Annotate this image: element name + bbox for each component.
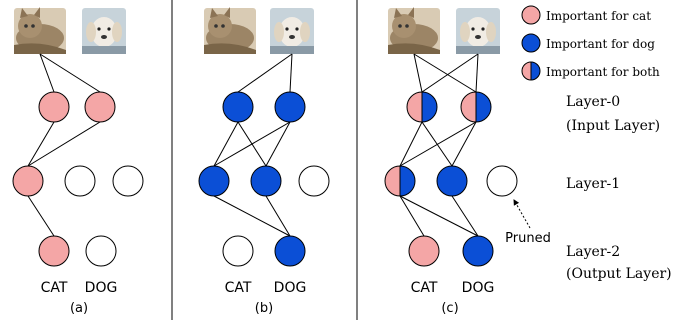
node-b-l0-1 [222,91,254,123]
node-a-l2-cat [38,235,70,267]
dog-image [270,8,314,54]
edges-b [213,53,293,237]
node-a-l0-2 [84,91,116,123]
legend-dog-swatch [521,33,541,53]
panel-c: Pruned CAT DOG (c) [384,7,551,316]
node-b-l0-2 [274,91,306,123]
panel-b: CAT DOG (b) [198,7,330,316]
layer2-label: Layer-2 [566,244,620,260]
node-b-l2-cat [222,235,254,267]
node-b-l2-dog [274,235,306,267]
node-b-l1-2 [250,165,282,197]
node-a-l0-1 [38,91,70,123]
label-dog-c: DOG [462,280,495,296]
layer1-label: Layer-1 [566,176,620,192]
panel-label-c: (c) [441,301,458,316]
edges-c [399,53,479,237]
node-a-l1-3 [112,165,144,197]
layer2-sublabel: (Output Layer) [566,266,672,282]
label-cat-c: CAT [411,280,438,296]
node-c-l1-1 [384,165,416,197]
node-c-l0-1 [406,91,438,123]
node-c-l1-3-pruned [486,165,518,197]
node-b-l1-3 [298,165,330,197]
panel-label-a: (a) [70,301,88,316]
layer0-sublabel: (Input Layer) [566,118,660,134]
edges-a [27,53,101,237]
cat-image [204,7,256,54]
label-cat-a: CAT [41,280,68,296]
node-c-l2-cat [408,235,440,267]
node-c-l0-2 [460,91,492,123]
node-b-l1-1 [198,165,230,197]
node-a-l2-dog [85,235,117,267]
panel-label-b: (b) [255,301,273,316]
pruned-arrow [513,199,531,229]
dog-image [82,8,126,54]
node-a-l1-1 [12,165,44,197]
node-c-l2-dog [462,235,494,267]
legend-both-label: Important for both [546,65,660,79]
legend-both-swatch [521,61,541,81]
legend-cat-swatch [521,5,541,25]
legend: Important for cat Important for dog Impo… [521,5,660,81]
layer-labels: Layer-0 (Input Layer) Layer-1 Layer-2 (O… [566,94,672,282]
pruned-label: Pruned [505,231,551,246]
cat-image [388,7,440,54]
layer0-label: Layer-0 [566,94,620,110]
node-a-l1-2 [64,165,96,197]
cat-image [14,7,66,54]
label-cat-b: CAT [225,280,252,296]
node-c-l1-2 [436,165,468,197]
panel-a: CAT DOG (a) [12,7,144,316]
label-dog-a: DOG [85,280,118,296]
label-dog-b: DOG [274,280,307,296]
legend-dog-label: Important for dog [546,37,655,51]
legend-cat-label: Important for cat [546,9,651,23]
dog-image [456,8,500,54]
